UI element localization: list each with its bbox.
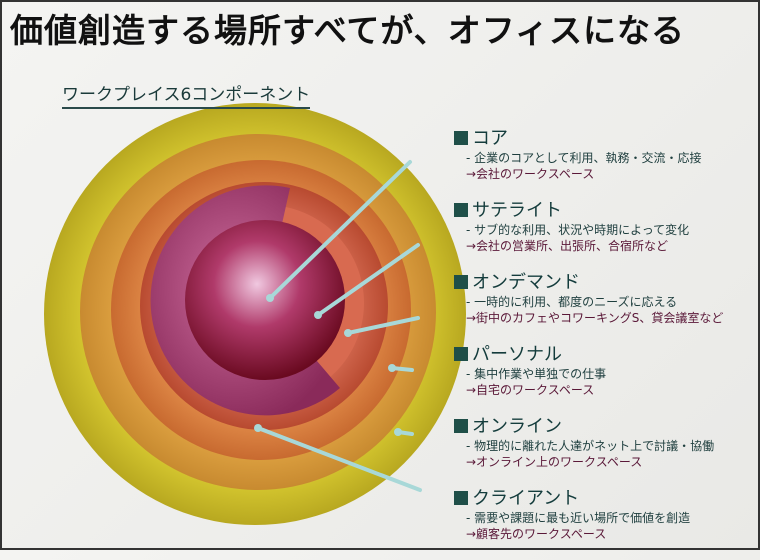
component-desc: - 企業のコアとして利用、執務・交流・応接 <box>466 151 702 165</box>
square-bullet-icon <box>454 131 468 145</box>
leader-line-core <box>268 160 412 300</box>
component-core: コア - 企業のコアとして利用、執務・交流・応接 →会社のワークスペース <box>454 128 754 200</box>
component-result: →オンライン上のワークスペース <box>466 455 643 469</box>
component-client: クライアント - 需要や課題に最も近い場所で価値を創造 →顧客先のワークスペース <box>454 488 754 560</box>
leader-line-client <box>256 426 422 492</box>
component-result: →会社のワークスペース <box>466 167 595 181</box>
core-sphere <box>185 220 345 380</box>
component-name: コア <box>472 128 508 149</box>
square-bullet-icon <box>454 419 468 433</box>
component-result: →会社の営業所、出張所、合宿所など <box>466 239 669 253</box>
component-personal: パーソナル - 集中作業や単独での仕事 →自宅のワークスペース <box>454 344 754 416</box>
slide-title: 価値創造する場所すべてが、オフィスになる <box>10 11 686 50</box>
component-ondemand: オンデマンド - 一時的に利用、都度のニーズに応える →街中のカフェやコワーキン… <box>454 272 754 344</box>
component-desc: - サブ的な利用、状況や時期によって変化 <box>466 223 690 237</box>
leader-lines <box>256 160 422 492</box>
component-name: サテライト <box>472 200 562 221</box>
component-desc: - 集中作業や単独での仕事 <box>466 367 607 381</box>
component-desc: - 需要や課題に最も近い場所で価値を創造 <box>466 511 691 525</box>
square-bullet-icon <box>454 275 468 289</box>
component-result: →自宅のワークスペース <box>466 383 595 397</box>
component-name: パーソナル <box>472 344 562 365</box>
component-desc: - 一時的に利用、都度のニーズに応える <box>466 295 678 309</box>
component-online: オンライン - 物理的に離れた人達がネット上で討議・協働 →オンライン上のワーク… <box>454 416 754 488</box>
component-result: →顧客先のワークスペース <box>466 527 607 541</box>
component-name: オンライン <box>472 416 562 437</box>
square-bullet-icon <box>454 347 468 361</box>
component-name: オンデマンド <box>472 272 580 293</box>
component-result: →街中のカフェやコワーキングS、貸会議室など <box>466 311 724 325</box>
leader-line-satellite <box>316 243 420 317</box>
square-bullet-icon <box>454 491 468 505</box>
component-list: コア - 企業のコアとして利用、執務・交流・応接 →会社のワークスペース サテラ… <box>454 128 754 560</box>
component-desc: - 物理的に離れた人達がネット上で討議・協働 <box>466 439 715 453</box>
diagram-subtitle: ワークプレイス6コンポーネント <box>62 80 311 109</box>
leader-line-ondemand <box>346 316 420 335</box>
component-name: クライアント <box>472 488 580 509</box>
square-bullet-icon <box>454 203 468 217</box>
component-satellite: サテライト - サブ的な利用、状況や時期によって変化 →会社の営業所、出張所、合… <box>454 200 754 272</box>
